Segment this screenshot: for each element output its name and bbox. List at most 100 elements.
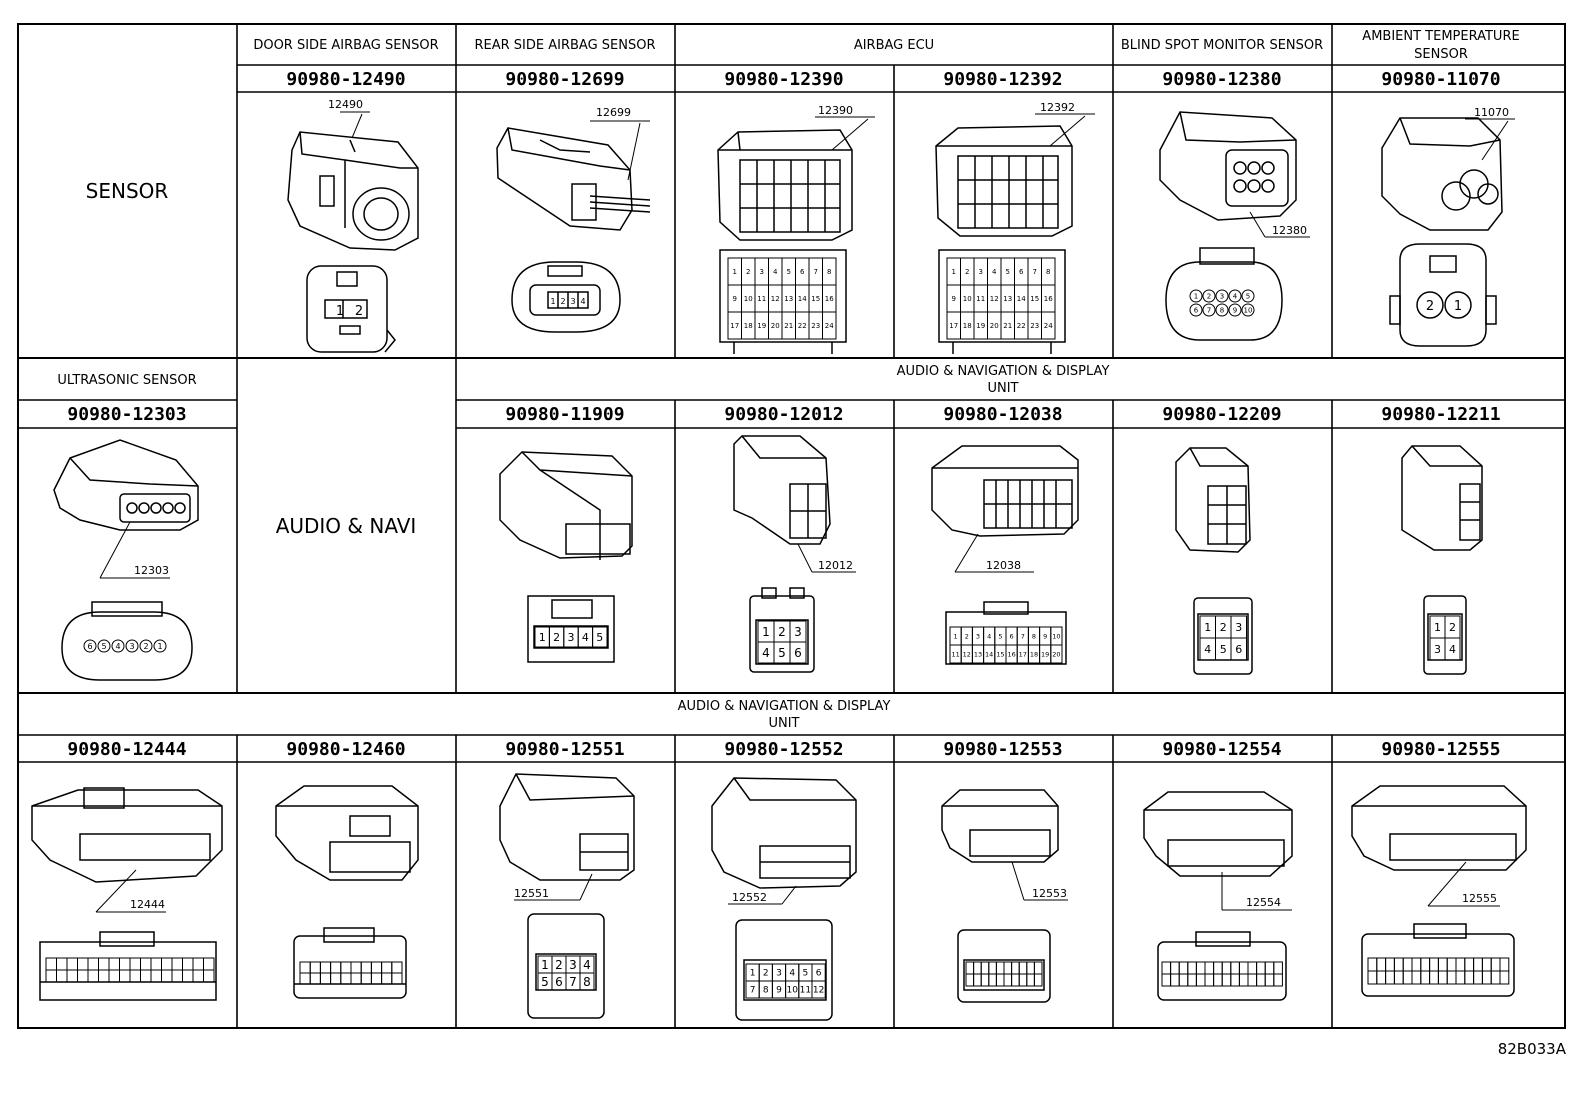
pin-number: 6: [794, 646, 802, 660]
pin-cell: [161, 969, 173, 983]
pin-cell: [299, 961, 311, 974]
pin-cell: [203, 969, 215, 983]
pin-cell: [1446, 970, 1457, 985]
connector-12555-callout: 12555: [1427, 861, 1500, 907]
pin-cell: [973, 973, 982, 987]
pin-number: 5: [1006, 268, 1010, 276]
pin-cell: [1264, 973, 1275, 987]
pin-cell: [391, 961, 403, 974]
pin-number: 5: [778, 646, 786, 660]
pin-number: 5: [1220, 643, 1227, 656]
connector-12303-callout: 12303: [99, 521, 170, 579]
pin-number: 19: [1041, 650, 1049, 658]
pin-cell: [1429, 957, 1439, 972]
pin-cell: [161, 957, 173, 971]
pin-cell: [381, 972, 393, 985]
section-label-sensor: SENSOR: [86, 179, 169, 203]
pin-number: 6: [1235, 643, 1242, 656]
part-number: 90980-11070: [1381, 69, 1500, 90]
pin-cell: [965, 973, 975, 987]
pin-number: 2: [1207, 293, 1211, 301]
pin-cell: [1011, 973, 1020, 987]
pin-number: 21: [784, 322, 793, 330]
pin-number: 1: [539, 631, 546, 644]
pin-number: 11: [800, 986, 811, 996]
connector-12444-callout: 12444: [95, 869, 166, 913]
pin-cell: [360, 972, 372, 985]
connector-12209-drawing: [1175, 447, 1253, 675]
pin-number: 6: [555, 975, 563, 989]
pin-cell: [108, 957, 120, 971]
pin-number: 5: [998, 632, 1002, 640]
pin-cell: [1499, 970, 1510, 985]
pin-grid-12554: [1161, 961, 1283, 987]
connector-12380-callout: 12380: [1249, 211, 1310, 238]
pin-cell: [1026, 973, 1035, 987]
pin-cell: [1189, 289, 1203, 303]
pin-number: 2: [746, 268, 750, 276]
pin-number: 2: [1449, 621, 1456, 634]
pin-grid-12553: [965, 961, 1043, 987]
pin-cell: [811, 980, 826, 999]
pin-cell: [980, 961, 990, 975]
part-number: 90980-12554: [1162, 739, 1281, 760]
pin-number: 3: [776, 969, 782, 979]
connector-12012-drawing: [733, 435, 831, 673]
pin-number: 10: [1052, 632, 1060, 640]
connector-12490-drawing: [287, 131, 419, 353]
pin-number: 21: [1003, 322, 1012, 330]
callout-code: 12552: [732, 891, 767, 904]
pin-cell: [45, 969, 57, 983]
pin-cell: [129, 969, 141, 983]
pin-number: 4: [582, 631, 589, 644]
pin-cell: [139, 639, 153, 653]
pin-cell: [1178, 961, 1189, 975]
part-number: 90980-12380: [1162, 69, 1281, 90]
group-header-line2: UNIT: [768, 716, 799, 731]
callout-code: 12390: [818, 104, 853, 117]
pin-number: 16: [1044, 295, 1053, 303]
connector-12390-callout: 12390: [815, 104, 875, 151]
pin-cell: [1247, 961, 1258, 975]
pin-cell: [1050, 644, 1063, 664]
pin-number: 3: [1434, 643, 1441, 656]
connector-11070-callout: 11070 2 1: [1426, 106, 1515, 314]
pin-cell: [1411, 970, 1422, 985]
pin-cell: [1178, 973, 1189, 987]
pin-number: 3: [1220, 293, 1224, 301]
pin-cell: [370, 961, 383, 974]
part-number: 90980-12552: [724, 739, 843, 760]
pin-cell: [1420, 957, 1431, 972]
pin-cell: [203, 957, 215, 971]
pin-number: 8: [763, 986, 769, 996]
pin-number: 24: [825, 322, 834, 330]
header-ambient-line1: AMBIENT TEMPERATURE: [1362, 29, 1519, 44]
pin-cell: [182, 969, 194, 983]
part-number: 90980-12211: [1381, 404, 1500, 425]
pin-number: 1: [733, 268, 737, 276]
pin-number: 20: [990, 322, 999, 330]
pin-cell: [111, 639, 125, 653]
pin-number: 4: [583, 958, 591, 972]
pin-number: 2: [1426, 299, 1434, 314]
pin-cell: [1376, 957, 1387, 972]
pin-grid-12555: [1367, 957, 1510, 985]
pin-number: 6: [816, 969, 822, 979]
pin-number: 22: [1017, 322, 1026, 330]
pin-cell: [192, 957, 204, 971]
pin-number: 12: [771, 295, 780, 303]
group-header-line2: UNIT: [987, 381, 1018, 396]
pin-cell: [995, 961, 1005, 975]
pin-number: 7: [750, 986, 756, 996]
pin-number: 3: [976, 632, 980, 640]
pin-number: 8: [583, 975, 591, 989]
pin-number: 5: [101, 642, 106, 651]
pin-number: 2: [553, 631, 560, 644]
pin-number: 8: [1032, 632, 1036, 640]
pin-cell: [66, 957, 78, 971]
pin-number: 4: [773, 268, 778, 276]
pin-cell: [1393, 970, 1404, 985]
pin-number: 9: [1043, 632, 1047, 640]
